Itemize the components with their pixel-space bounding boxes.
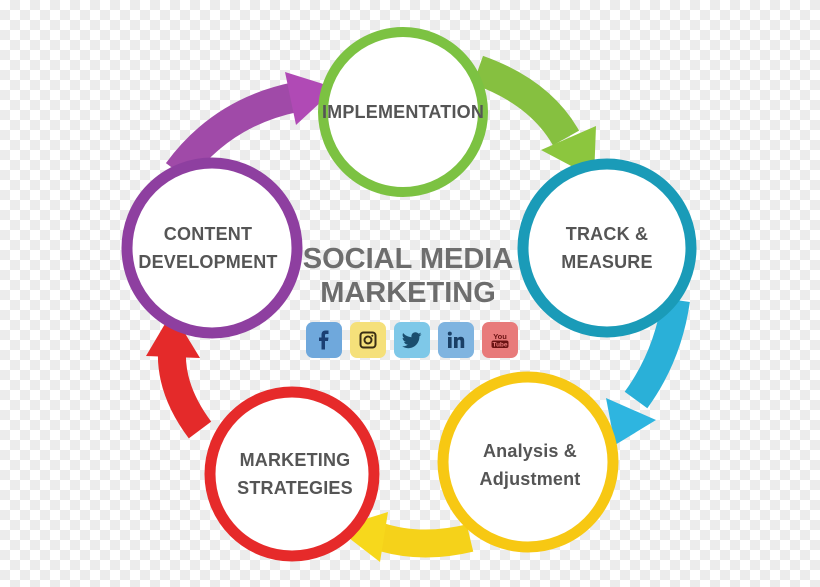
step-label-marketing-strategies: MARKETING STRATEGIES [237,446,353,502]
linkedin-icon [438,322,474,358]
step-circle-content-development [121,157,303,339]
step-label-line: MEASURE [561,252,653,272]
facebook-icon [306,322,342,358]
arrow-implementation-to-track [472,55,580,146]
youtube-icon: You Tube [482,322,518,358]
arrow-analysis-to-marketing [373,522,474,558]
arrow-marketing-to-content [157,349,212,439]
arrow-content-to-implementation [165,82,300,182]
step-circle-analysis-adjustment [437,371,619,553]
step-label-analysis-adjustment: Analysis & Adjustment [480,437,581,493]
step-label-line: STRATEGIES [237,478,353,498]
arrow-head-blue [606,398,656,445]
step-circle-marketing-strategies [204,386,380,562]
center-title: SOCIAL MEDIA MARKETING [303,242,514,310]
arrow-head-red [146,312,200,358]
step-label-line: MARKETING [239,450,351,470]
center-title-line1: SOCIAL MEDIA [302,243,514,275]
social-icon-row: You Tube [306,322,518,358]
step-label-line: DEVELOPMENT [138,252,278,272]
instagram-icon [350,322,386,358]
step-circle-track-measure [517,158,697,338]
svg-text:You: You [493,332,507,341]
step-label-line: Adjustment [479,469,581,489]
center-title-line2: MARKETING [320,277,496,309]
step-label-line: IMPLEMENTATION [321,102,485,122]
step-label-line: Analysis & [482,441,578,461]
step-label-line: CONTENT [163,224,253,244]
svg-text:Tube: Tube [492,342,507,349]
twitter-icon [394,322,430,358]
arrow-track-to-analysis [624,297,690,409]
step-circle-implementation [318,27,488,197]
step-label-content-development: CONTENT DEVELOPMENT [138,220,277,276]
step-label-line: TRACK & [565,224,649,244]
step-label-implementation: IMPLEMENTATION [322,98,484,126]
step-label-track-measure: TRACK & MEASURE [561,220,652,276]
